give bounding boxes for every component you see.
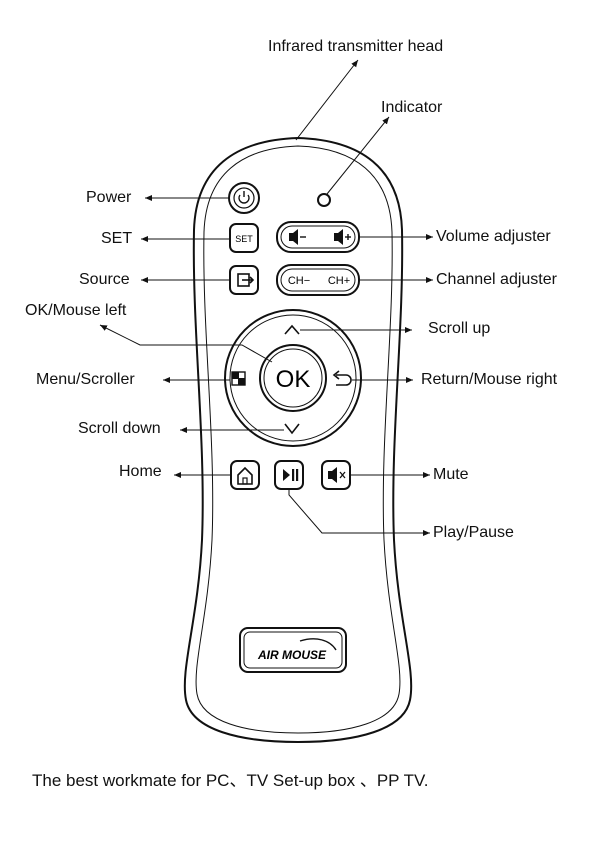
leader-lines [99, 59, 433, 536]
label-menu-scroller: Menu/Scroller [36, 371, 135, 388]
label-source: Source [79, 271, 130, 288]
remote-inner-outline [195, 145, 401, 734]
label-infrared-transmitter-head: Infrared transmitter head [268, 38, 444, 55]
mute-icon [328, 467, 346, 483]
indicator-leader [326, 116, 390, 195]
ok-button[interactable]: OK [259, 344, 327, 412]
label-indicator: Indicator [381, 99, 443, 116]
label-set: SET [101, 230, 133, 247]
channel-adjuster[interactable]: CH− CH+ [276, 264, 360, 296]
infrared-leader [295, 59, 359, 141]
scroll-up-icon[interactable] [284, 324, 300, 335]
power-button[interactable] [228, 182, 260, 214]
ok-button-label: OK [276, 366, 311, 393]
label-ok-mouse-left: OK/Mouse left [25, 302, 127, 319]
source-button[interactable] [229, 265, 259, 295]
scroll-down-icon[interactable] [284, 423, 300, 435]
set-button-label: SET [235, 234, 253, 244]
ok-leader [99, 324, 273, 363]
menu-icon[interactable] [231, 371, 246, 386]
air-mouse-logo: AIR MOUSE [239, 627, 347, 673]
volume-up-icon[interactable] [334, 229, 351, 245]
label-home: Home [119, 463, 162, 480]
home-icon [237, 466, 253, 485]
play-pause-button[interactable] [274, 460, 304, 490]
power-icon [238, 194, 250, 204]
mute-button[interactable] [321, 460, 351, 490]
volume-down-icon[interactable] [289, 229, 306, 245]
logo-text: AIR MOUSE [257, 648, 327, 662]
channel-down-label[interactable]: CH− [288, 275, 310, 287]
play-pause-leader [288, 489, 430, 536]
label-mute: Mute [433, 466, 469, 483]
volume-adjuster[interactable] [276, 221, 360, 253]
label-play-pause: Play/Pause [433, 524, 514, 541]
return-icon[interactable] [332, 370, 352, 386]
label-scroll-down: Scroll down [78, 420, 161, 437]
label-scroll-up: Scroll up [428, 320, 491, 337]
channel-up-label[interactable]: CH+ [328, 275, 350, 287]
label-volume-adjuster: Volume adjuster [436, 228, 551, 245]
caption: The best workmate for PC、TV Set-up box 、… [32, 771, 429, 790]
source-icon [237, 273, 255, 287]
label-return-mouse-right: Return/Mouse right [421, 371, 558, 388]
home-button[interactable] [230, 460, 260, 490]
play-pause-icon [283, 469, 299, 481]
label-power: Power [86, 189, 132, 206]
set-button[interactable]: SET [229, 223, 259, 253]
label-channel-adjuster: Channel adjuster [436, 271, 557, 288]
indicator-led [317, 193, 331, 207]
